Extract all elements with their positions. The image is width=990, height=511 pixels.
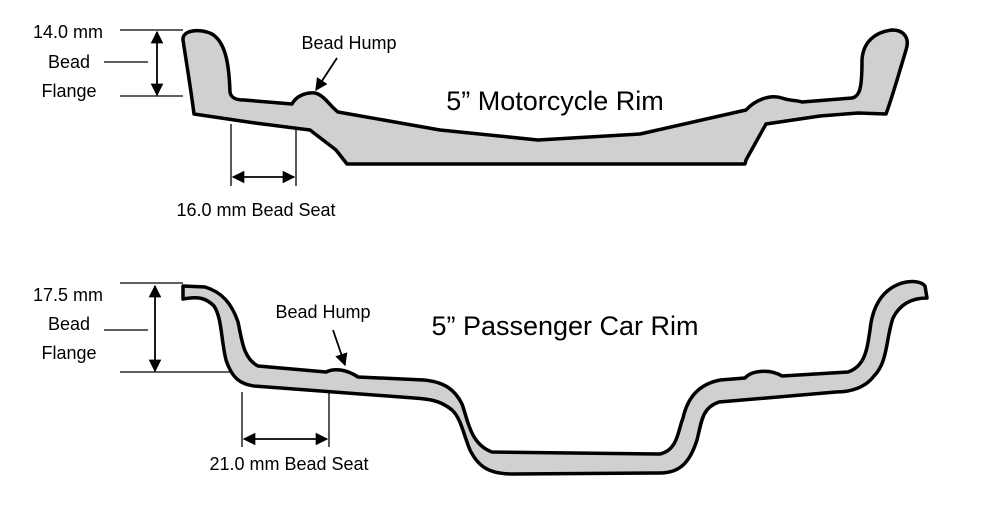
car-flange-word2: Flange	[41, 343, 96, 363]
motorcycle-flange-word2: Flange	[41, 81, 96, 101]
motorcycle-seat-label: 16.0 mm Bead Seat	[176, 200, 335, 220]
motorcycle-rim-group: 14.0 mm Bead Flange Bead Hump 16.0 mm Be…	[33, 22, 909, 220]
motorcycle-rim-profile	[181, 28, 909, 166]
motorcycle-rim-title: 5” Motorcycle Rim	[446, 86, 664, 116]
motorcycle-flange-word1: Bead	[48, 52, 90, 72]
car-hump-pointer	[332, 329, 348, 367]
motorcycle-hump-label: Bead Hump	[301, 33, 396, 53]
motorcycle-hump-pointer	[315, 57, 338, 92]
car-flange-word1: Bead	[48, 314, 90, 334]
car-hump-label: Bead Hump	[275, 302, 370, 322]
car-rim-title: 5” Passenger Car Rim	[431, 311, 698, 341]
car-rim-group: 17.5 mm Bead Flange Bead Hump 21.0 mm Be…	[33, 279, 929, 476]
car-seat-label: 21.0 mm Bead Seat	[209, 454, 368, 474]
car-rim-profile	[181, 279, 929, 476]
car-flange-value: 17.5 mm	[33, 285, 103, 305]
motorcycle-flange-value: 14.0 mm	[33, 22, 103, 42]
